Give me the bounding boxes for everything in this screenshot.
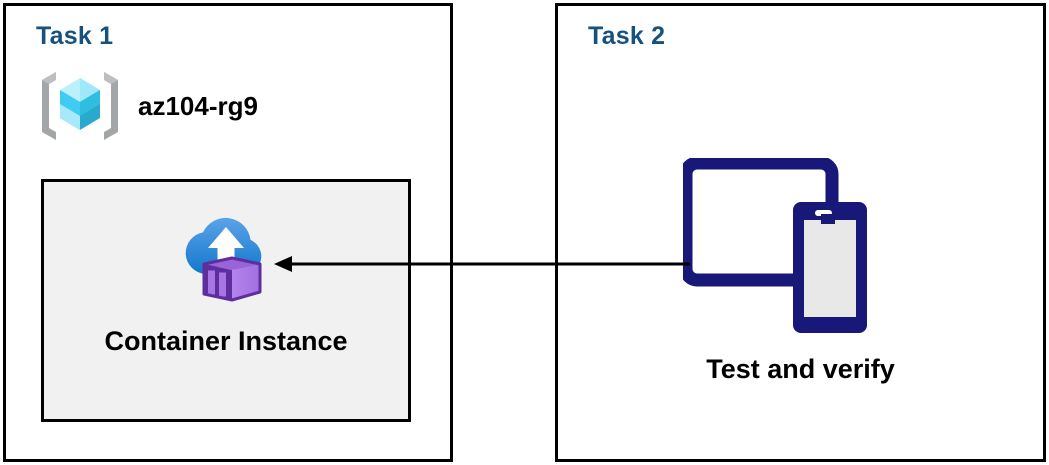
panel-task-2-title: Task 2	[588, 22, 666, 50]
container-instance-label: Container Instance	[104, 326, 348, 356]
container-instance-icon-wrap	[44, 202, 408, 307]
tablet-and-phone-icon	[683, 158, 878, 338]
container-instance-box: Container Instance	[41, 179, 411, 422]
azure-resource-group-icon	[36, 64, 124, 148]
resource-group-label: az104-rg9	[138, 91, 258, 121]
panel-task-1: Task 1	[3, 3, 453, 462]
test-and-verify-label: Test and verify	[706, 354, 895, 384]
test-device-icon-wrap	[683, 158, 878, 338]
resource-group-row: az104-rg9	[36, 64, 258, 148]
panel-task-1-title: Task 1	[36, 22, 114, 50]
azure-container-instance-icon	[174, 202, 279, 307]
panel-task-2: Task 2 Test and veri	[555, 3, 1046, 462]
